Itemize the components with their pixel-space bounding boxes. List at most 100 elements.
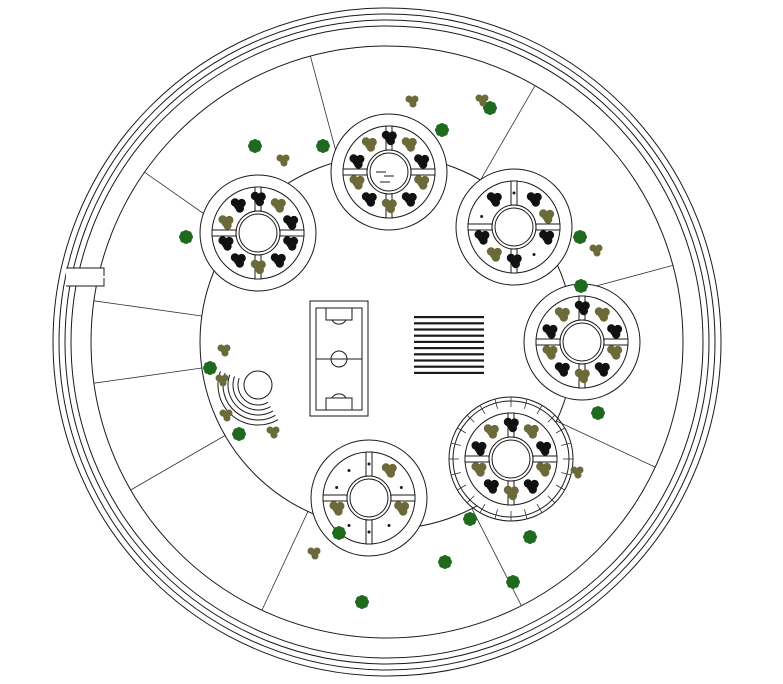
shrub-icon <box>554 307 570 322</box>
tree-icon <box>574 279 588 293</box>
entrance-gap <box>66 268 106 286</box>
shrub-lobe <box>255 265 264 275</box>
tree-core <box>235 430 243 438</box>
shrub-lobe <box>559 368 569 377</box>
shrub-icon <box>570 466 584 479</box>
pitch-arc-bottom <box>331 393 347 399</box>
outer-ring-1 <box>52 7 722 677</box>
shrub-lobe <box>250 191 260 201</box>
shrub-lobe <box>479 99 487 107</box>
tree-core <box>594 409 602 417</box>
shrub-icon <box>361 192 377 207</box>
shrub-lobe <box>414 154 423 163</box>
tree-core <box>441 558 449 566</box>
shrub-lobe <box>539 230 548 239</box>
shrub-lobe <box>526 192 536 201</box>
shrub-lobe <box>542 324 551 333</box>
kiosk-divider <box>451 442 461 446</box>
radial-path-2 <box>480 85 536 181</box>
plant-dot <box>367 530 371 534</box>
shrub-lobe <box>611 351 621 360</box>
shrub-icon <box>250 259 266 275</box>
shrub-lobe <box>476 447 485 456</box>
pitch-arc-top <box>331 319 347 325</box>
radial-path-7 <box>130 435 226 491</box>
stair-step <box>414 359 484 362</box>
shrub-lobe <box>219 379 227 387</box>
shrub-icon <box>414 175 430 190</box>
shrub-icon <box>503 417 519 433</box>
stair-step <box>414 371 484 374</box>
stair-step <box>414 347 484 350</box>
tree-core <box>206 364 214 372</box>
shrub-icon <box>574 300 590 316</box>
shrub-lobe <box>471 462 480 471</box>
tree-icon <box>248 139 262 153</box>
shrub-lobe <box>311 552 319 560</box>
amphitheater <box>217 370 279 426</box>
shrub-lobe <box>366 143 376 152</box>
shrub-lobe <box>275 204 284 213</box>
plant-dot <box>335 485 339 489</box>
shrub-lobe <box>398 507 408 516</box>
shrub-icon <box>270 253 286 268</box>
shrub-lobe <box>361 192 371 201</box>
shrub-lobe <box>414 175 423 184</box>
pod-walk-e <box>535 223 561 231</box>
shrub-lobe <box>540 468 550 477</box>
kiosk-divider <box>536 503 543 513</box>
shrub-icon <box>523 424 539 439</box>
tree-icon <box>506 575 520 589</box>
shrub-icon <box>230 198 246 213</box>
pod-walk-e <box>410 168 436 176</box>
pod-walk-w <box>535 338 561 346</box>
shrub-lobe <box>409 100 417 108</box>
shrub-lobe <box>475 94 483 102</box>
shrub-lobe <box>406 143 415 152</box>
amph-arc-3 <box>227 374 274 416</box>
shrub-lobe <box>406 198 415 207</box>
shrub-lobe <box>599 313 608 322</box>
shrub-lobe <box>394 501 403 510</box>
shrub-icon <box>218 236 234 251</box>
road-edge-outer <box>70 25 704 659</box>
tree-icon <box>591 406 605 420</box>
kiosk-divider <box>457 427 467 434</box>
shrub-lobe <box>386 204 395 214</box>
amph-arc-2 <box>232 376 271 411</box>
shrub-icon <box>474 230 490 245</box>
pod-hub <box>366 149 412 195</box>
amph-stage <box>243 370 273 400</box>
shrub-icon <box>526 192 542 207</box>
kiosk-divider <box>494 509 498 519</box>
tree-core <box>251 142 259 150</box>
entrance-walls <box>66 267 105 287</box>
shrub-lobe <box>283 236 292 245</box>
shrub-lobe <box>579 374 588 384</box>
shrub-lobe <box>223 221 232 230</box>
shrub-lobe <box>386 136 395 146</box>
shrub-lobe <box>543 215 553 224</box>
shrub-icon <box>523 479 539 494</box>
shrub-icon <box>554 362 570 377</box>
shrub-lobe <box>483 479 493 488</box>
landscape-trees <box>179 94 605 609</box>
shrub-lobe <box>381 463 391 472</box>
shrub-icon <box>270 198 286 213</box>
shrub-lobe <box>523 424 533 433</box>
shrub-lobe <box>215 374 223 382</box>
kiosk-divider <box>479 405 486 415</box>
stair-step <box>414 316 484 319</box>
shrub-lobe <box>223 242 232 251</box>
shrub-lobe <box>528 485 537 494</box>
shrub-lobe <box>491 253 501 262</box>
shrub-lobe <box>503 417 513 427</box>
pod-lower-right <box>448 396 574 522</box>
shrub-lobe <box>219 409 227 417</box>
kiosk-divider <box>479 503 486 513</box>
shrub-lobe <box>570 466 578 474</box>
shrub-lobe <box>554 362 564 371</box>
tree-icon <box>438 555 452 569</box>
tree-core <box>358 598 366 606</box>
shrub-icon <box>394 501 410 516</box>
